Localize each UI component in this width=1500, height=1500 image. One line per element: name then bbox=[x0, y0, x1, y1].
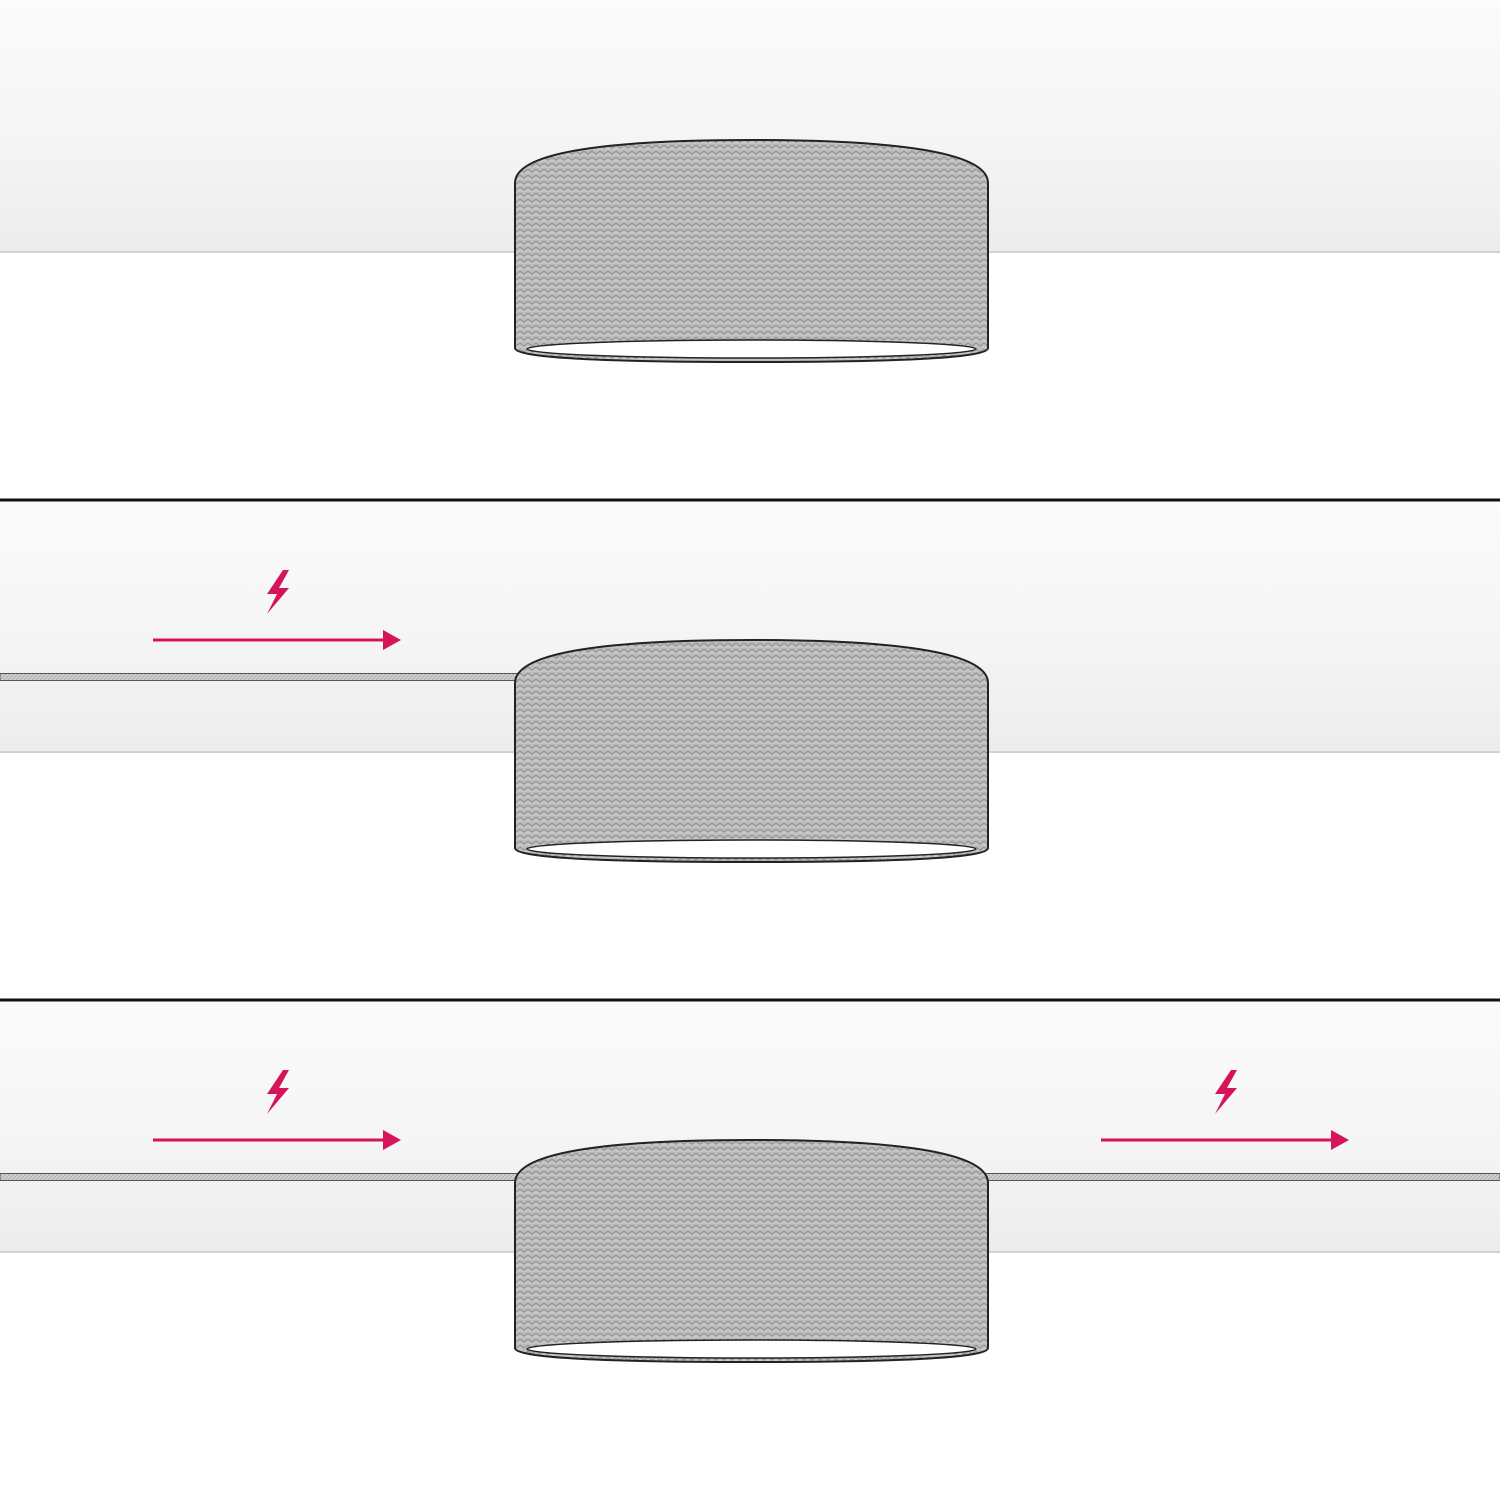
arrow-right-icon bbox=[153, 630, 401, 650]
arrow-right-icon bbox=[1101, 1130, 1349, 1150]
shade-body bbox=[514, 1138, 989, 1364]
lamp-shade bbox=[514, 638, 989, 864]
shade-inner-rim bbox=[526, 1339, 977, 1359]
shade-inner-rim bbox=[526, 839, 977, 859]
panel-single-ceiling-lamp bbox=[0, 0, 1500, 364]
panel-lamp-with-incoming-power bbox=[0, 498, 1500, 864]
lightning-bolt-icon bbox=[267, 1070, 289, 1114]
cable-out bbox=[985, 1173, 1500, 1181]
shade-body bbox=[514, 638, 989, 864]
lightning-bolt-icon bbox=[267, 570, 289, 614]
cable-in bbox=[0, 1173, 518, 1181]
cable-in bbox=[0, 673, 518, 681]
panel-lamp-with-power-pass-through bbox=[0, 998, 1500, 1364]
lightning-bolt-icon bbox=[1215, 1070, 1237, 1114]
shade-body bbox=[514, 138, 989, 364]
shade-inner-rim bbox=[526, 339, 977, 359]
arrow-right-icon bbox=[153, 1130, 401, 1150]
lamp-shade bbox=[514, 138, 989, 364]
lamp-shade bbox=[514, 1138, 989, 1364]
